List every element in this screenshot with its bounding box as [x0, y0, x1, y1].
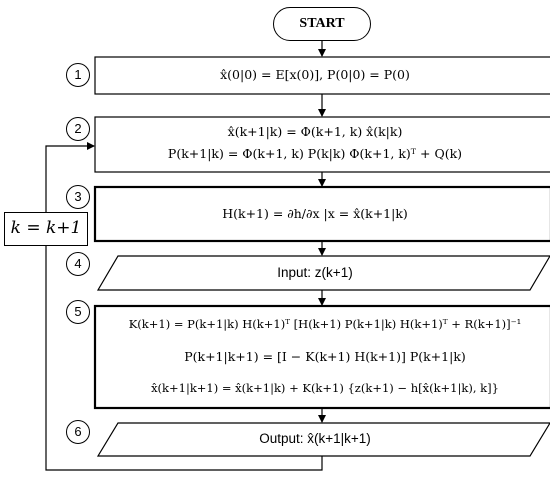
step-number-3: 3	[66, 185, 90, 209]
step3-formula: H(k+1) = ∂h/∂x |x = x̂(k+1|k)	[222, 206, 408, 221]
step5-formula-1: K(k+1) = P(k+1|k) H(k+1)ᵀ [H(k+1) P(k+1|…	[128, 317, 522, 331]
step2-formula-2: P(k+1|k) = Φ(k+1, k) P(k|k) Φ(k+1, k)ᵀ +…	[167, 146, 463, 161]
step-number-5: 5	[66, 300, 90, 324]
step4-input-label: Input: z(k+1)	[277, 265, 353, 280]
step1-box	[94, 56, 550, 95]
step-number-1: 1	[66, 63, 90, 87]
step-number-6: 6	[66, 420, 90, 444]
start-terminal: START	[273, 7, 371, 41]
loop-line	[45, 142, 323, 471]
step1-formula: x̂(0|0) = E[x(0)], P(0|0) = P(0)	[220, 67, 410, 82]
step5-box	[93, 304, 550, 410]
step6-output-label: Output: x̂(k+1|k+1)	[259, 431, 371, 446]
step2-box	[94, 116, 550, 173]
step3-box	[93, 185, 550, 243]
step-number-4: 4	[66, 252, 90, 276]
step2-formula-1: x̂(k+1|k) = Φ(k+1, k) x̂(k|k)	[227, 124, 403, 139]
step5-formula-2: P(k+1|k+1) = [I − K(k+1) H(k+1)] P(k+1|k…	[184, 349, 466, 364]
step-number-2: 2	[66, 117, 90, 141]
loop-increment-box: k = k+1	[4, 212, 88, 246]
step6-box	[96, 422, 550, 457]
step4-box	[96, 255, 550, 291]
step5-formula-3: x̂(k+1|k+1) = x̂(k+1|k) + K(k+1) {z(k+1)…	[151, 381, 499, 395]
